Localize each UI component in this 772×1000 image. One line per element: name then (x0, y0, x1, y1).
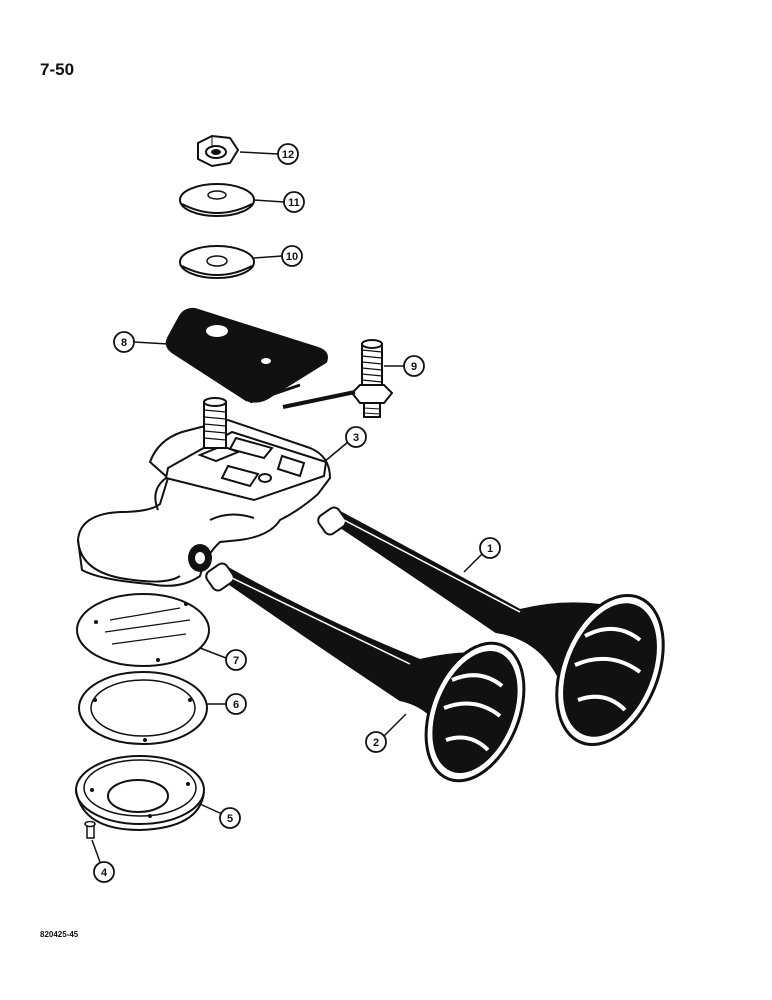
callout-11-label: 11 (288, 197, 300, 209)
figure-code: 820425-45 (40, 930, 79, 939)
callout-11: 11 (253, 191, 305, 213)
gasket-plate-part (165, 307, 328, 404)
assembly-arrow (282, 390, 356, 409)
washer-11-part (179, 183, 255, 217)
trumpet-2-part (205, 562, 526, 783)
callout-9-label: 9 (411, 361, 417, 373)
callout-3: 3 (323, 426, 367, 463)
housing-part (76, 397, 332, 587)
callout-10: 10 (253, 245, 303, 267)
callout-7-label: 7 (233, 655, 239, 667)
callout-8-label: 8 (121, 337, 127, 349)
callout-6: 6 (207, 693, 247, 715)
callout-5-label: 5 (227, 813, 233, 825)
callout-4-label: 4 (101, 867, 108, 879)
fitting-part (350, 339, 394, 418)
washer-10-part (179, 245, 255, 279)
gasket-ring-part (78, 671, 208, 745)
diaphragm-part (76, 593, 210, 667)
trumpet-1-part (317, 506, 665, 747)
callout-2: 2 (365, 713, 407, 753)
callout-12-label: 12 (282, 149, 294, 161)
callout-9: 9 (384, 355, 425, 377)
callout-8: 8 (113, 331, 169, 353)
callout-6-label: 6 (233, 699, 239, 711)
callout-5: 5 (199, 803, 241, 829)
callout-7: 7 (199, 647, 247, 671)
callout-4: 4 (91, 839, 115, 883)
callout-1-label: 1 (487, 543, 493, 555)
page-number: 7-50 (40, 60, 75, 79)
cover-part (75, 755, 205, 832)
callout-2-label: 2 (373, 737, 379, 749)
callout-10-label: 10 (286, 251, 298, 263)
callout-1: 1 (463, 537, 501, 573)
callout-3-label: 3 (353, 432, 359, 444)
nut-part (197, 134, 240, 168)
screw-part (84, 820, 96, 839)
callout-12: 12 (239, 143, 299, 165)
